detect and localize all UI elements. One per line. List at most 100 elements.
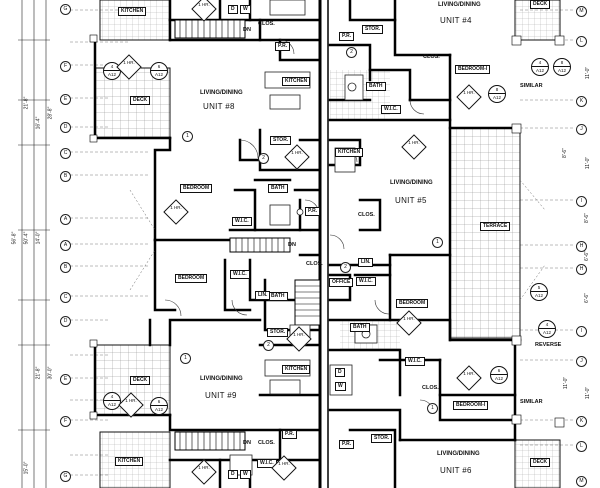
room-stor-8: STOR. (270, 136, 292, 145)
appliance-w-5: W (335, 382, 346, 391)
room-wic-8: W.I.C. (232, 217, 252, 226)
room-deck-top-right: DECK (530, 0, 551, 9)
dimension-left-7: 30'-0" (47, 366, 54, 380)
room-pr-5: P.R. (305, 207, 321, 216)
room-clos-4: CLOS. (423, 54, 440, 60)
grid-lines (70, 9, 575, 476)
room-bath-8: BATH (268, 184, 288, 193)
room-bath-4: BATH (366, 82, 386, 91)
grid-bubble-m: M (576, 6, 587, 17)
grid-bubble-d2: D (60, 316, 71, 327)
room-clos-6: CLOS. (422, 385, 439, 391)
dimension-right-7: 8'-6" (561, 148, 568, 158)
room-lin: LIN. (358, 258, 374, 267)
grid-bubble-h2: H (576, 264, 587, 275)
dimension-right-8: 11'-0" (563, 376, 570, 390)
unit-title-8: UNIT #8 (203, 102, 235, 111)
stair-dn-mid: DN (288, 242, 296, 248)
grid-bubble-k: K (576, 96, 587, 107)
room-clos-9: CLOS. (306, 261, 323, 267)
room-bath-9: BATH (268, 292, 288, 301)
dimension-right-4: 6'-6" (583, 251, 590, 261)
room-wic-5: W.I.C. (356, 277, 376, 286)
grid-bubble-b: B (60, 171, 71, 182)
terrace-hatch (449, 127, 521, 339)
room-kitchen-5: KITCHEN (335, 148, 364, 157)
dimension-left-3: 28'-8" (47, 106, 54, 120)
window-tag-1-9: 1 (180, 353, 191, 364)
room-wic-9: W.I.C. (230, 270, 250, 279)
dimension-right-5: 6'-6" (583, 293, 590, 303)
room-clos-bottom: CLOS. (258, 440, 275, 446)
room-bedroom-9: BEDROOM (175, 274, 208, 283)
appliance-w-bottom: W (240, 470, 251, 479)
room-kitchen-8: KITCHEN (282, 77, 311, 86)
note-similar-bottom: SIMILAR (520, 399, 543, 405)
grid-bubble-g: G (60, 4, 71, 15)
dimension-left-9: 56'-8" (11, 231, 18, 245)
dimension-left-4: 50'-4" (23, 231, 30, 245)
grid-bubble-k2: K (576, 416, 587, 427)
unit-title-9: UNIT #9 (205, 391, 237, 400)
dimension-right-6: 11'-0" (585, 386, 592, 400)
dimension-right-2: 11'-0" (585, 156, 592, 170)
grid-bubble-j2: J (576, 356, 587, 367)
window-tag-1-5: 1 (432, 237, 443, 248)
grid-bubble-i: I (576, 196, 587, 207)
room-bath-5: BATH (350, 323, 370, 332)
unit-title-5: UNIT #5 (395, 196, 427, 205)
room-bedroom-8: BEDROOM (180, 184, 213, 193)
room-deck-upper-left: DECK (130, 96, 151, 105)
appliance-d-top: D (228, 5, 238, 14)
grid-bubble-b2: B (60, 262, 71, 273)
dimension-right-1: 11'-0" (585, 66, 592, 80)
dimension-left-1: 21'-8" (23, 96, 30, 110)
room-stor-4: STOR. (362, 25, 384, 34)
room-living-dining-9: LIVING/DINING (200, 376, 243, 382)
window-tag-2-5: 2 (340, 262, 351, 273)
room-stor-6: STOR. (371, 434, 393, 443)
dimension-left-8: 15'-0" (23, 461, 30, 475)
room-clos-5: CLOS. (358, 212, 375, 218)
room-pr-6: P.R. (339, 440, 355, 449)
dimension-left-5: 14'-0" (35, 231, 42, 245)
room-bedroom-5: BEDROOM (396, 299, 429, 308)
stair-dn-bottom: DN (243, 440, 251, 446)
columns (89, 34, 565, 428)
room-wic-6: W.I.C. (405, 357, 425, 366)
dimension-left-2: 16'-4" (35, 116, 42, 130)
note-reverse: REVERSE (535, 342, 562, 348)
room-living-dining-8: LIVING/DINING (200, 90, 243, 96)
grid-bubble-l: L (576, 36, 587, 47)
room-kitchen-9: KITCHEN (282, 365, 311, 374)
grid-bubble-f2: F (60, 416, 71, 427)
grid-bubble-d: D (60, 122, 71, 133)
window-tag-1-6: 1 (427, 403, 438, 414)
room-pr-9: P.R. (282, 430, 298, 439)
room-kitchen-bottom: KITCHEN (115, 457, 144, 466)
grid-bubble-c2: C (60, 292, 71, 303)
appliance-d-5: D (335, 368, 345, 377)
room-kitchen-top: KITCHEN (118, 7, 147, 16)
slope-lines (129, 179, 546, 301)
stair-dn-top: DN (243, 27, 251, 33)
window-tag-2-4: 2 (346, 47, 357, 58)
grid-bubble-f: F (60, 61, 71, 72)
grid-bubble-h: H (576, 241, 587, 252)
window-tag-1-8: 1 (182, 131, 193, 142)
kitchen-top-tile (99, 0, 171, 41)
grid-bubble-c: C (60, 148, 71, 159)
grid-bubble-e: E (60, 94, 71, 105)
left-dimension-lines (18, 0, 50, 488)
room-stor-9: STOR. (267, 328, 289, 337)
grid-bubble-g2: G (60, 471, 71, 482)
note-similar-top: SIMILAR (520, 83, 543, 89)
